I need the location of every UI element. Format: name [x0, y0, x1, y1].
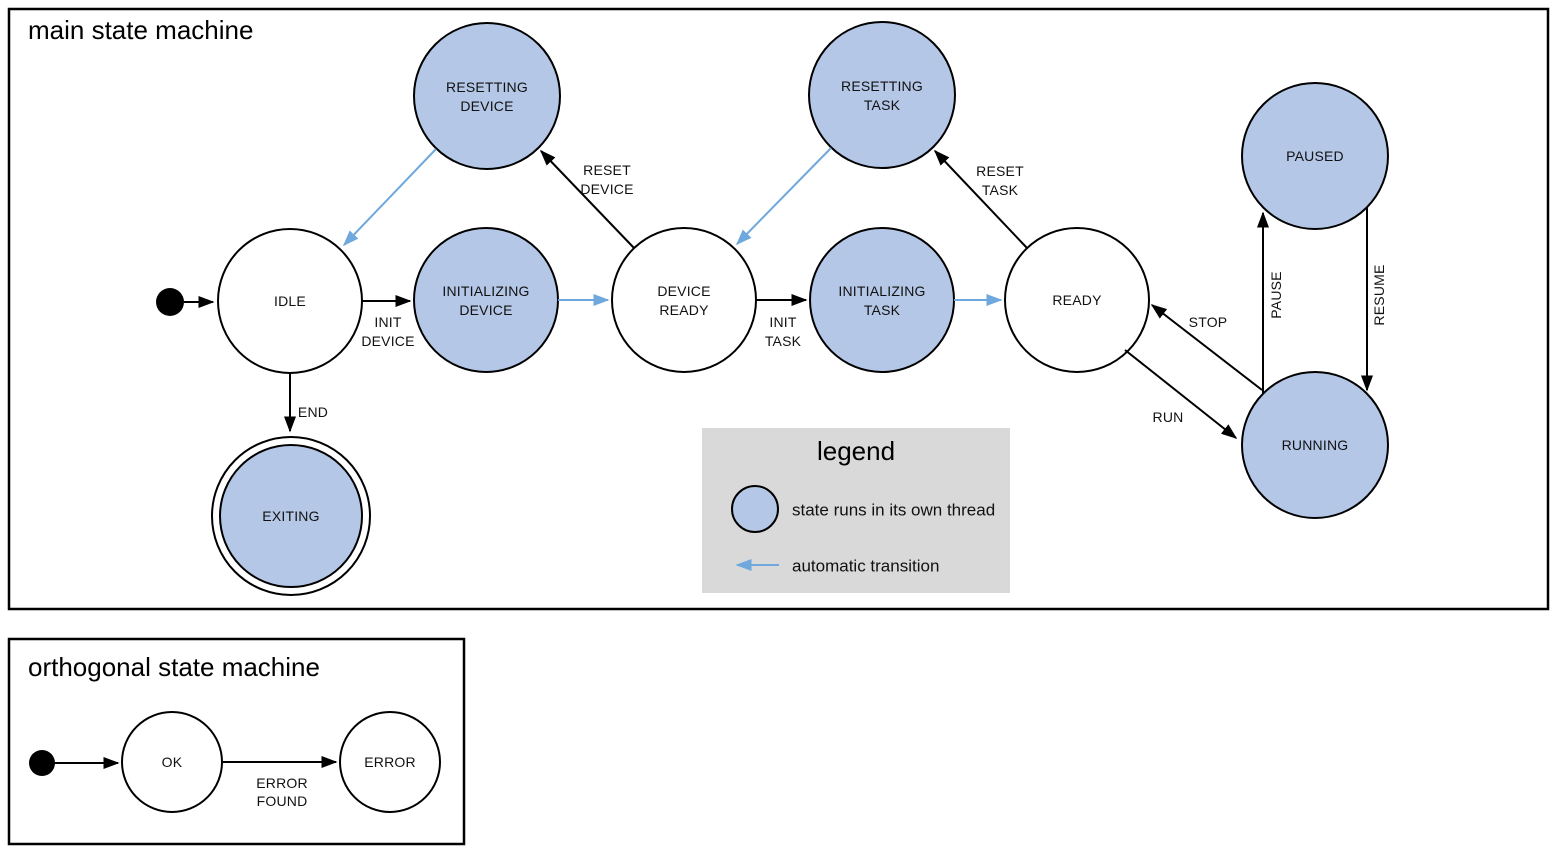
orthogonal-machine-title: orthogonal state machine [28, 652, 320, 682]
orthogonal-machine-frame [7, 637, 466, 846]
state-initializing-task [809, 227, 955, 373]
state-initializing-device [413, 227, 559, 373]
state-device-ready-label-line1: DEVICE [657, 283, 710, 299]
main-initial-state-dot [156, 288, 184, 316]
state-ok-label: OK [162, 754, 183, 770]
transition-run-line [1124, 349, 1238, 439]
state-resetting-device-label-line1: RESETTING [446, 79, 528, 95]
state-exiting [219, 444, 363, 588]
transition-reset-device-line [539, 149, 635, 249]
transition-error-found-label-line2: FOUND [257, 793, 308, 809]
transition-init-device-label-line1: INIT [374, 314, 401, 330]
state-error [339, 711, 441, 813]
transition-reset-task-line [933, 149, 1028, 249]
state-ready [1004, 227, 1150, 373]
transition-auto-resetting-device-to-idle [342, 148, 437, 247]
transition-error-found-label-line1: ERROR [256, 775, 308, 791]
transition-pause-label: PAUSE [1268, 271, 1284, 318]
transition-stop-line [1150, 304, 1263, 391]
state-resetting-device-label-line2: DEVICE [460, 98, 513, 114]
main-machine-title: main state machine [28, 15, 253, 45]
state-running-label: RUNNING [1282, 437, 1349, 453]
state-paused-label: PAUSED [1286, 148, 1344, 164]
orthogonal-initial-state-dot [29, 750, 55, 776]
state-paused [1241, 82, 1389, 230]
transition-end-label: END [298, 404, 328, 420]
transition-reset-device-label-line2: DEVICE [580, 181, 633, 197]
transition-init-task-label-line1: INIT [769, 314, 796, 330]
transition-reset-task-label-line1: RESET [976, 163, 1024, 179]
legend-thread-state-icon [731, 485, 779, 533]
transition-reset-device-label-line1: RESET [583, 162, 631, 178]
main-machine-frame [7, 7, 1550, 611]
state-resetting-task-label-line2: TASK [864, 97, 901, 113]
state-initializing-device-label-line1: INITIALIZING [442, 283, 529, 299]
state-running [1241, 371, 1389, 519]
main-state-machine-group: main state machine IDLE RESETTING DEVICE… [7, 7, 1550, 611]
state-ready-label: READY [1052, 292, 1102, 308]
state-initializing-task-label-line2: TASK [864, 302, 901, 318]
legend: legend state runs in its own thread auto… [702, 428, 1010, 593]
legend-auto-transition-label: automatic transition [792, 557, 939, 576]
transition-auto-resetting-task-to-device-ready [735, 147, 832, 246]
state-device-ready [611, 227, 757, 373]
state-exiting-label: EXITING [262, 508, 319, 524]
state-resetting-task-label-line1: RESETTING [841, 78, 923, 94]
transition-init-device-label-line2: DEVICE [361, 333, 414, 349]
legend-thread-state-label: state runs in its own thread [792, 501, 995, 520]
transition-reset-task-label-line2: TASK [982, 182, 1019, 198]
state-initializing-device-label-line2: DEVICE [459, 302, 512, 318]
state-resetting-device [413, 22, 561, 170]
state-device-ready-label-line2: READY [659, 302, 709, 318]
transition-stop-label: STOP [1189, 314, 1228, 330]
state-initializing-task-label-line1: INITIALIZING [838, 283, 925, 299]
state-error-label: ERROR [364, 754, 416, 770]
legend-title: legend [817, 436, 895, 466]
orthogonal-state-machine-group: orthogonal state machine OK ERROR FOUND … [7, 637, 466, 846]
transition-run-label: RUN [1153, 409, 1184, 425]
state-resetting-task [808, 21, 956, 169]
state-idle-label: IDLE [274, 293, 306, 309]
transition-resume-label: RESUME [1371, 264, 1387, 325]
transition-init-task-label-line2: TASK [765, 333, 802, 349]
